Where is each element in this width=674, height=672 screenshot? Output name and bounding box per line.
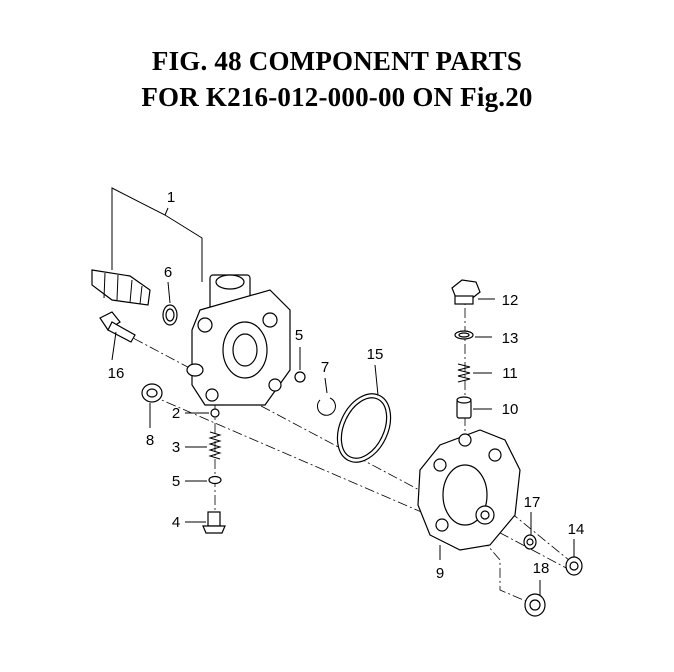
callout-4: 4 [172,514,180,531]
part-11-spring [457,363,492,383]
part-16-bolt [99,311,136,361]
callout-15: 15 [367,346,384,363]
callout-9: 9 [436,565,444,582]
figure-title-line-2: FOR K216-012-000-00 ON Fig.20 [141,82,533,112]
callout-5-lower: 5 [172,473,180,490]
callout-3: 3 [172,439,180,456]
callout-14: 14 [568,521,585,538]
part-15-large-o-ring [336,364,392,463]
callout-2: 2 [172,405,180,422]
callout-12: 12 [502,292,519,309]
part-18-plug [524,580,546,617]
callout-1: 1 [167,189,175,206]
part-7-snap-ring [316,377,336,416]
callout-7: 7 [321,359,329,376]
part-5-washer-upper [294,347,306,383]
callout-6: 6 [164,264,172,281]
part-4-plug-bolt [185,511,226,534]
callout-8: 8 [146,432,154,449]
part-17-plug [523,512,537,550]
callout-18: 18 [533,560,550,577]
callout-10: 10 [502,401,519,418]
part-13-washer [454,330,492,340]
callout-17: 17 [524,494,541,511]
callout-16: 16 [108,365,125,382]
callout-1-bracket [111,187,203,282]
part-3-spring [185,431,222,460]
part-10-poppet [456,396,492,419]
part-14-plug [565,539,583,576]
part-9-cover-body [417,429,521,560]
figure-title-line-1: FIG. 48 COMPONENT PARTS [151,46,523,76]
part-6-o-ring [162,281,178,326]
part-1-valve-housing [186,274,291,406]
part-12-cap-plug [451,279,495,305]
part-8-plug [141,383,163,428]
callout-5-upper: 5 [295,327,303,344]
callout-13: 13 [502,330,519,347]
callout-11: 11 [502,365,518,382]
part-2-ball [185,408,220,418]
part-5-washer-lower [185,475,222,485]
spool-plunger [91,269,151,306]
